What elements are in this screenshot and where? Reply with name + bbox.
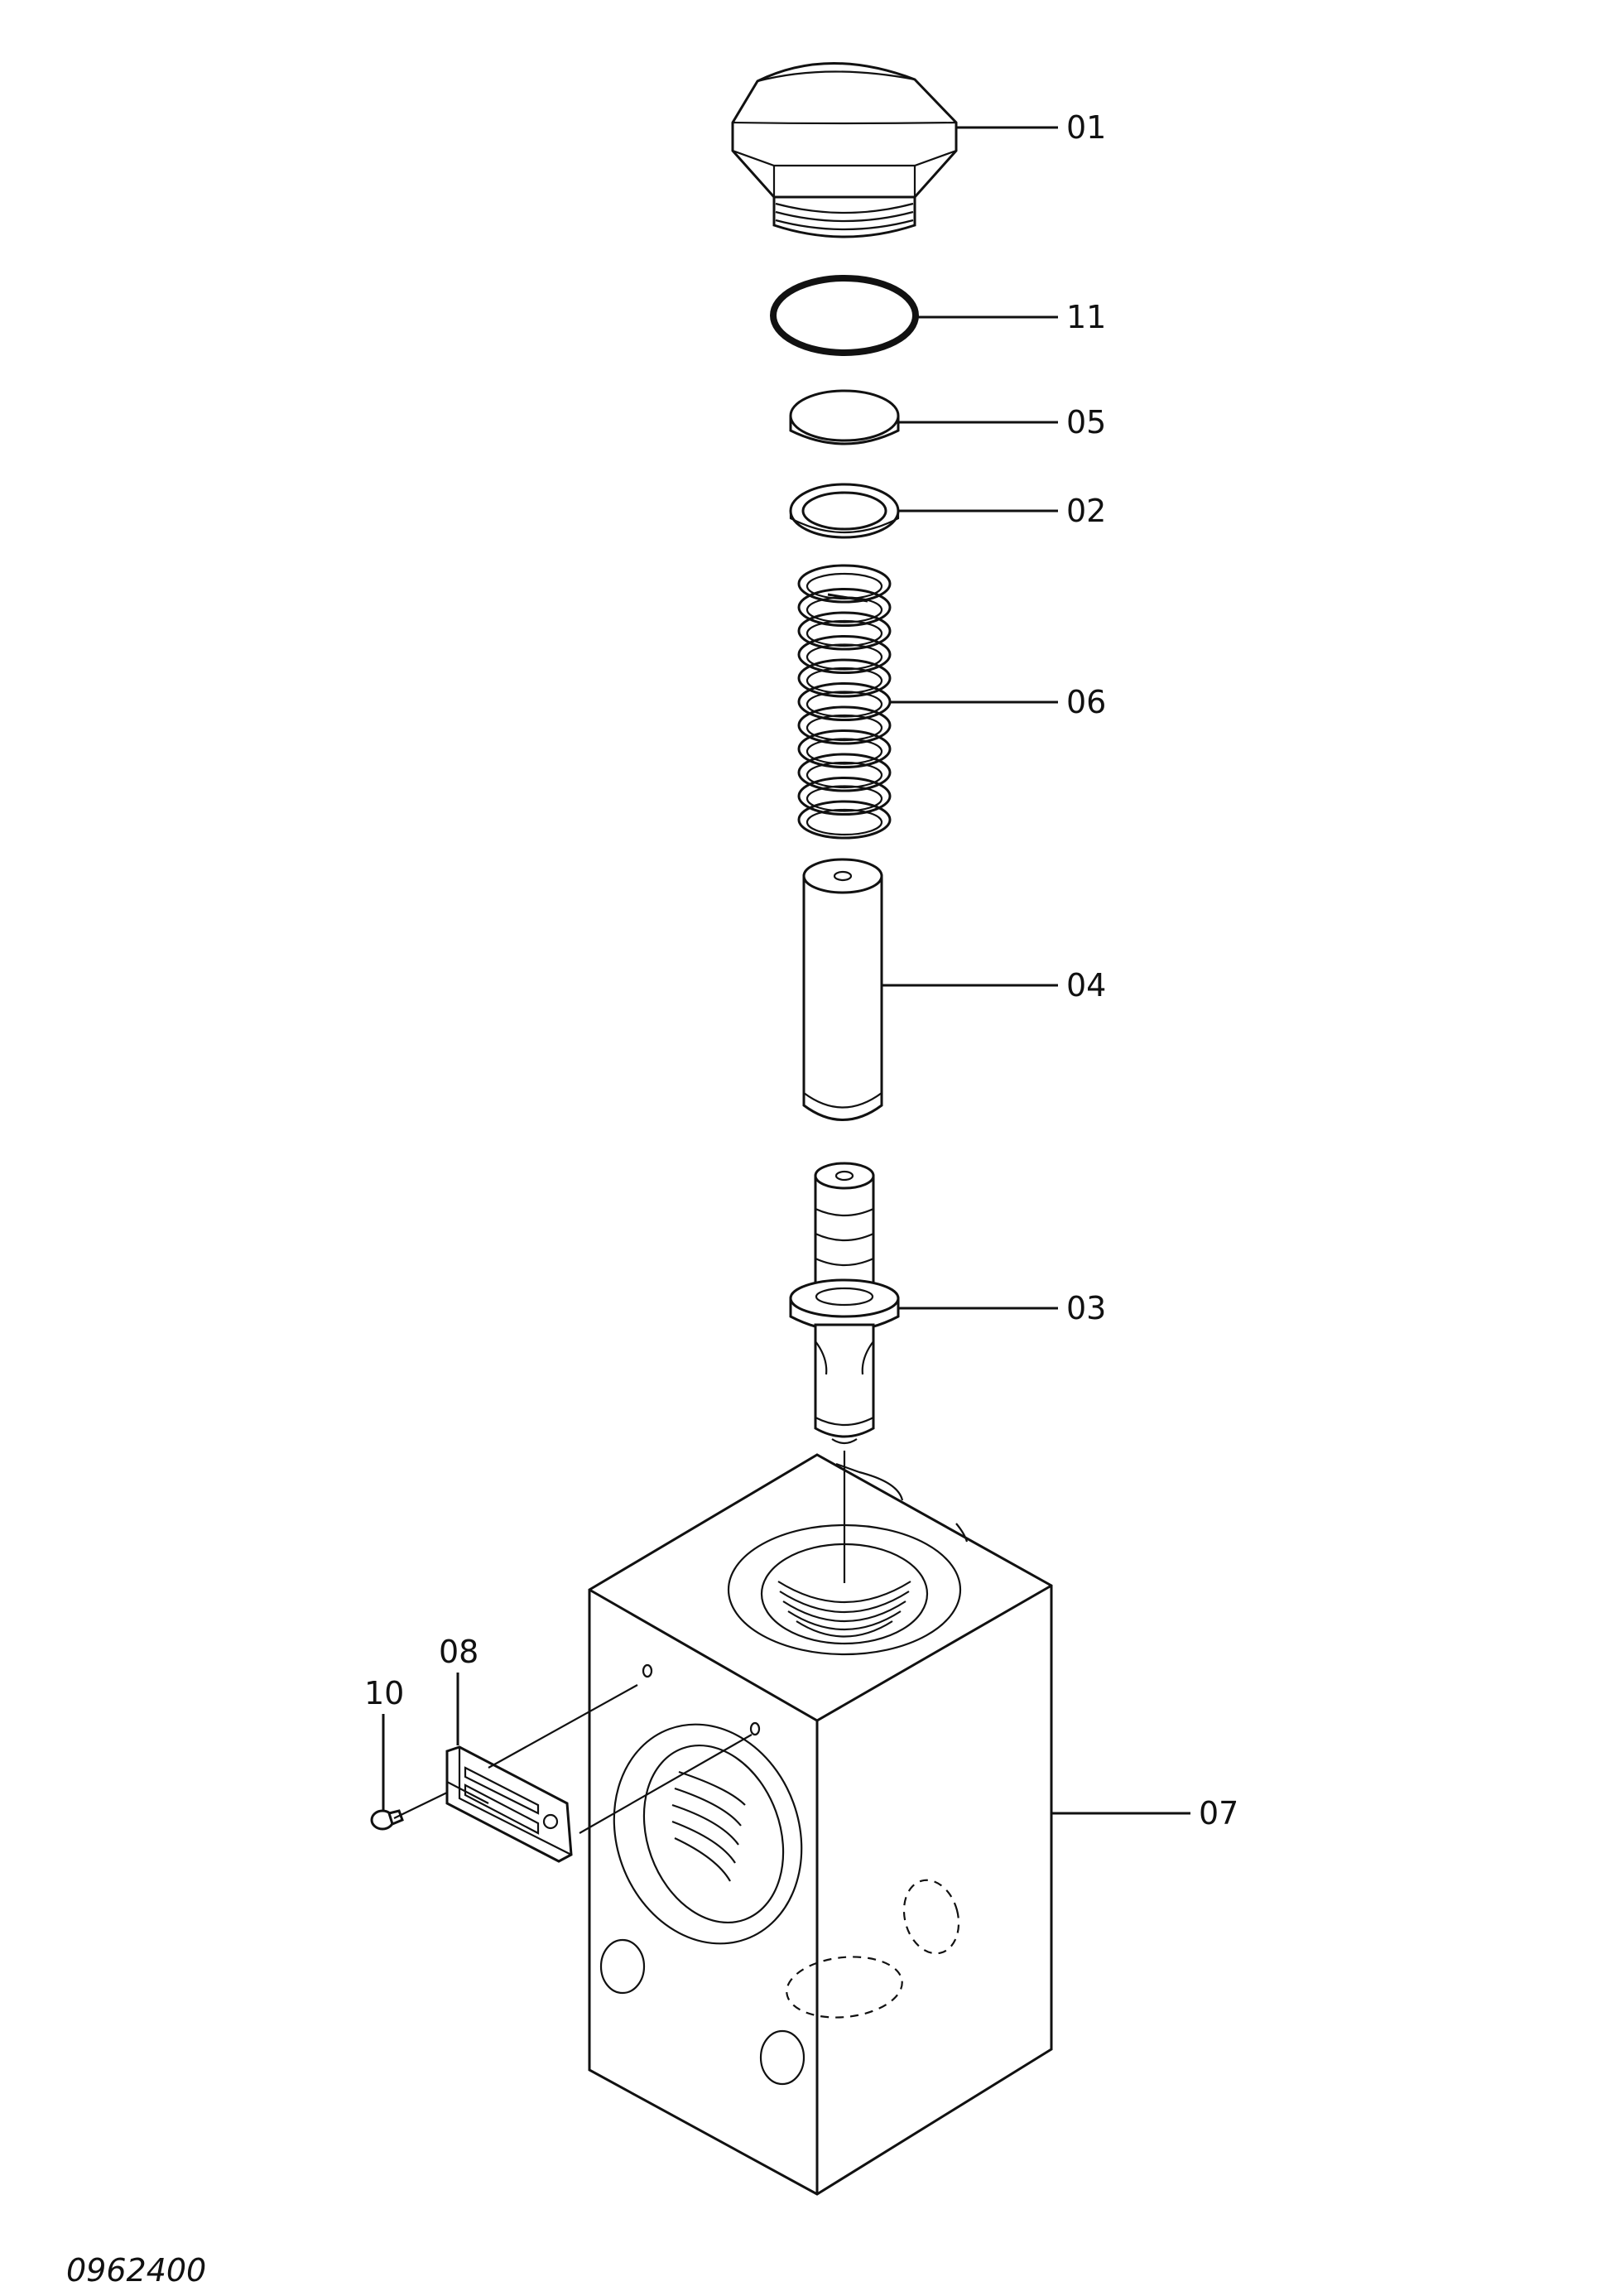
spring-coil [797, 564, 892, 604]
label-part-05: 05 [1066, 404, 1106, 440]
spring-coil-inner [806, 619, 883, 647]
spring-end [827, 593, 868, 603]
spring-coil [797, 705, 892, 745]
spring-coil-inner [806, 667, 883, 695]
part-08-name-plate [445, 1745, 573, 1863]
spring-coil [797, 753, 892, 792]
label-part-02: 02 [1066, 493, 1106, 529]
spring-coil [797, 588, 892, 627]
label-part-03: 03 [1066, 1290, 1106, 1326]
spring-coil-inner [806, 761, 883, 789]
part-10-screw [370, 1809, 404, 1831]
label-part-01: 01 [1066, 109, 1106, 146]
label-part-08: 08 [439, 1634, 478, 1670]
label-part-06: 06 [1066, 684, 1106, 720]
part-03-poppet [789, 1162, 900, 1445]
part-04-plunger [802, 858, 883, 1121]
assembly-guide-lines [393, 1451, 846, 1834]
spring-coil [797, 635, 892, 674]
part-05-disc [789, 389, 900, 445]
spring-coil-inner [806, 785, 883, 812]
part-06-coil-spring [797, 564, 892, 840]
spring-coil-inner [806, 572, 883, 600]
spring-coil [797, 777, 892, 816]
label-part-10: 10 [364, 1675, 404, 1711]
spring-coil-inner [806, 691, 883, 718]
spring-coil [797, 729, 892, 768]
part-11-o-ring [770, 275, 919, 356]
spring-coil-inner [806, 643, 883, 671]
spring-coil-inner [806, 738, 883, 765]
label-part-11: 11 [1066, 299, 1106, 335]
part-01-hex-plug [731, 62, 958, 238]
label-part-07: 07 [1199, 1795, 1238, 1832]
spring-coil [797, 611, 892, 651]
spring-coil-inner [806, 714, 883, 742]
part-02-washer [789, 483, 900, 539]
part-07-valve-block [588, 1453, 1053, 2196]
spring-coil-inner [806, 808, 883, 836]
part-labels: 01 11 05 02 06 04 03 07 08 10 [364, 109, 1238, 1832]
spring-coil [797, 658, 892, 698]
leader-lines [382, 126, 1190, 1815]
label-part-04: 04 [1066, 967, 1106, 1004]
drawing-number: 0962400 [66, 2252, 206, 2289]
spring-coil [797, 800, 892, 840]
